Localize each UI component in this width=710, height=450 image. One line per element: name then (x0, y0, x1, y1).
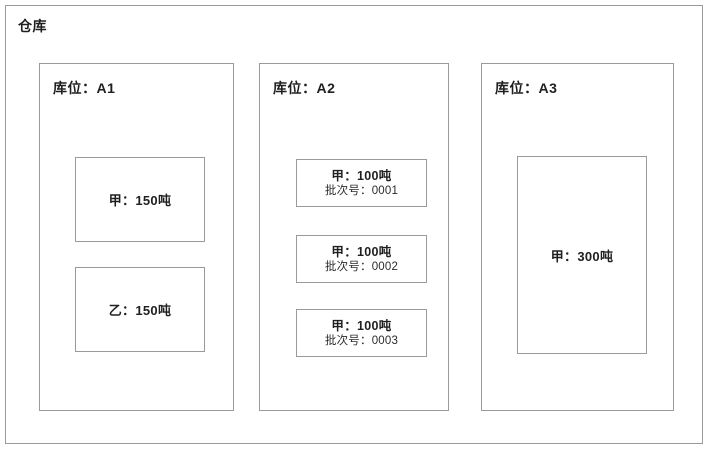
location-title-a1: 库位：A1 (53, 80, 116, 96)
item-box[interactable]: 甲：300吨 (517, 156, 647, 354)
item-amount-label: 甲：100吨 (331, 168, 392, 183)
location-title-a2: 库位：A2 (273, 80, 336, 96)
location-box-a1[interactable]: 库位：A1 甲：150吨 乙：150吨 (39, 63, 234, 411)
item-batch-label: 批次号：0003 (324, 334, 399, 347)
item-box[interactable]: 甲：150吨 (75, 157, 205, 242)
location-box-a3[interactable]: 库位：A3 甲：300吨 (481, 63, 674, 411)
item-box[interactable]: 甲：100吨 批次号：0002 (296, 235, 427, 283)
warehouse-title: 仓库 (18, 18, 47, 34)
location-columns: 库位：A1 甲：150吨 乙：150吨 库位：A2 甲：100吨 批次号：000… (6, 6, 702, 443)
item-amount-label: 甲：150吨 (108, 193, 172, 208)
item-batch-label: 批次号：0002 (324, 260, 399, 273)
warehouse-container: 仓库 库位：A1 甲：150吨 乙：150吨 库位：A2 甲：100吨 批次号：… (5, 5, 703, 444)
item-amount-label: 甲：300吨 (550, 248, 614, 264)
item-batch-label: 批次号：0001 (324, 184, 399, 197)
item-box[interactable]: 甲：100吨 批次号：0003 (296, 309, 427, 357)
item-box[interactable]: 乙：150吨 (75, 267, 205, 352)
item-box[interactable]: 甲：100吨 批次号：0001 (296, 159, 427, 207)
location-title-a3: 库位：A3 (495, 80, 558, 96)
item-amount-label: 甲：100吨 (331, 318, 392, 333)
item-amount-label: 甲：100吨 (331, 244, 392, 259)
item-amount-label: 乙：150吨 (108, 303, 172, 318)
location-box-a2[interactable]: 库位：A2 甲：100吨 批次号：0001 甲：100吨 批次号：0002 甲：… (259, 63, 449, 411)
